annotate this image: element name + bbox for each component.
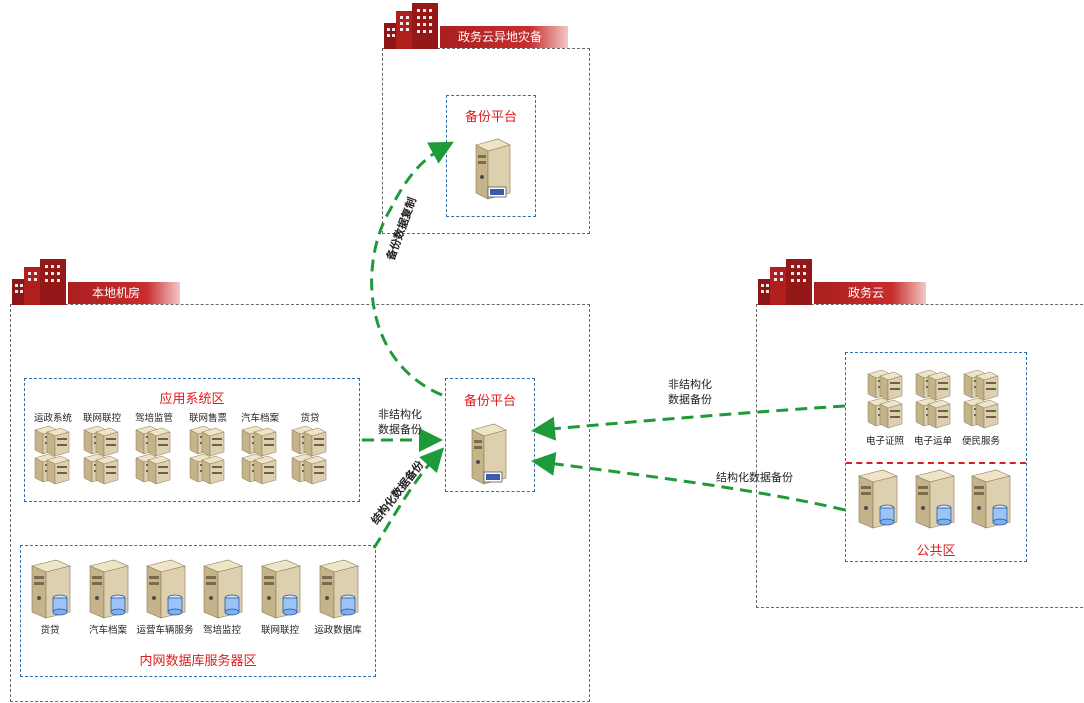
db-zone-title: 内网数据库服务器区 [139,654,257,669]
db-server-icon [143,558,187,624]
db-server-icon [316,558,360,624]
local-structured-arrow [372,447,445,549]
db-server-label: 运营车辆服务 [136,625,194,636]
public-zone [845,352,1027,562]
remote-backup-title: 备份平台 [464,110,517,125]
db-server-icon [200,558,244,624]
db-server-label: 汽车档案 [88,625,127,636]
rack-server-icon [82,424,120,490]
app-system-label: 运政系统 [33,413,72,424]
backup-server-icon [471,423,507,485]
local-site-box [10,304,590,702]
cloud-service-label: 电子运单 [913,436,952,447]
rack-server-icon [962,368,1000,434]
cloud-unstructured-arrow [531,404,846,441]
building-icon [384,3,438,49]
rack-server-icon [134,424,172,490]
db-server-icon [258,558,302,624]
zone-separator [846,462,1026,464]
local-unstructured-label-1: 非结构化 [378,408,422,421]
rack-server-icon [290,424,328,490]
cloud-site-box [756,304,1084,608]
app-system-label: 联网售票 [188,413,227,424]
building-icon [758,259,812,305]
cloud-structured-label: 结构化数据备份 [716,471,793,484]
remote-site-box [382,48,590,234]
cloud-unstructured-label-2: 数据备份 [668,393,712,406]
local-unstructured-label-2: 数据备份 [378,423,422,436]
rack-server-icon [33,424,71,490]
backup-server-icon [475,138,511,200]
app-system-zone [24,378,360,502]
app-zone-title: 应用系统区 [159,392,225,407]
cloud-site-banner: 政务云 [814,282,926,304]
rack-server-icon [240,424,278,490]
cloud-service-label: 便民服务 [961,436,1000,447]
app-system-label: 驾培监管 [134,413,173,424]
db-server-label: 货贷 [40,625,60,636]
rack-server-icon [914,368,952,434]
db-server-icon [855,468,899,534]
remote-site-banner: 政务云异地灾备 [440,26,568,48]
db-server-icon [86,558,130,624]
building-icon [12,259,66,305]
db-server-zone [20,545,376,677]
rack-server-icon [188,424,226,490]
cloud-structured-arrow [531,451,846,512]
app-system-label: 联网联控 [82,413,121,424]
db-server-label: 联网联控 [260,625,299,636]
app-system-label: 汽车档案 [240,413,279,424]
db-server-icon [912,468,956,534]
db-server-icon [28,558,72,624]
cloud-unstructured-label-1: 非结构化 [668,378,712,391]
db-server-label: 运政数据库 [314,625,362,636]
cloud-service-label: 电子证照 [865,436,904,447]
rack-server-icon [866,368,904,434]
db-server-icon [968,468,1012,534]
db-server-label: 驾培监控 [202,625,241,636]
local-site-banner: 本地机房 [68,282,180,304]
replication-arrow [370,141,454,397]
public-zone-title: 公共区 [916,544,956,559]
local-backup-title: 备份平台 [463,394,516,409]
app-system-label: 货贷 [300,413,320,424]
